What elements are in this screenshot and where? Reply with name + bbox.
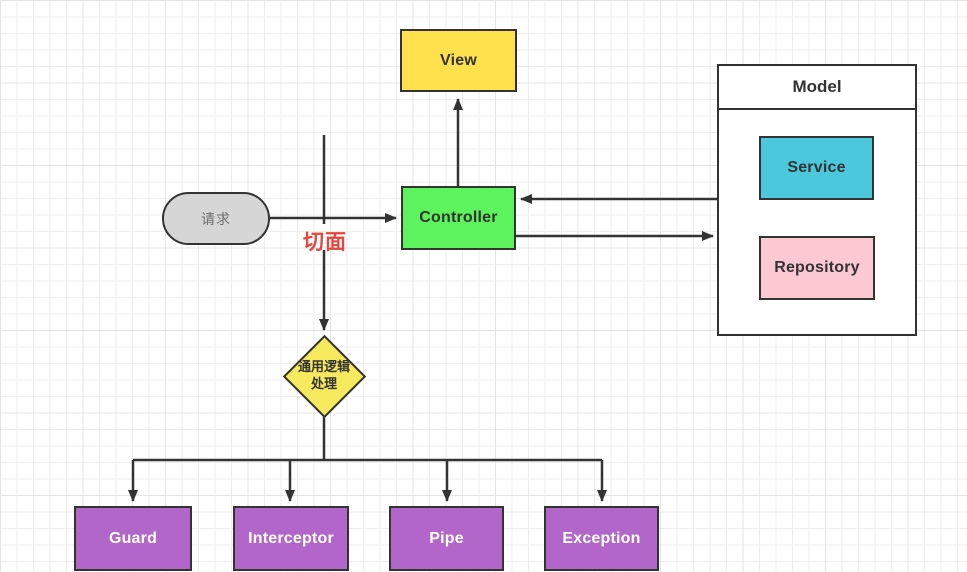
node-interceptor-label: Interceptor (248, 529, 334, 547)
node-interceptor[interactable]: Interceptor (233, 506, 349, 571)
node-service[interactable]: Service (759, 136, 874, 200)
node-decision-label-line2: 处理 (310, 375, 337, 391)
node-request[interactable]: 请求 (162, 192, 270, 245)
node-repository[interactable]: Repository (759, 236, 875, 300)
node-exception[interactable]: Exception (544, 506, 659, 571)
node-guard-label: Guard (108, 529, 158, 547)
node-controller-label: Controller (419, 209, 498, 226)
node-decision-label: 通用逻辑 处理 (279, 359, 369, 393)
aspect-label: 切面 (303, 231, 347, 254)
node-service-label: Service (787, 159, 846, 176)
node-model-label: Model (792, 77, 842, 96)
node-request-label: 请求 (201, 210, 231, 227)
node-exception-label: Exception (562, 529, 641, 547)
node-pipe[interactable]: Pipe (389, 506, 504, 571)
node-pipe-label: Pipe (429, 529, 464, 547)
node-guard[interactable]: Guard (74, 506, 192, 571)
node-model-header: Model (719, 66, 915, 110)
node-view-label: View (440, 51, 477, 69)
node-decision-label-line1: 通用逻辑 (297, 359, 350, 374)
node-view[interactable]: View (400, 29, 517, 92)
node-controller[interactable]: Controller (401, 186, 516, 250)
node-repository-label: Repository (774, 259, 860, 276)
